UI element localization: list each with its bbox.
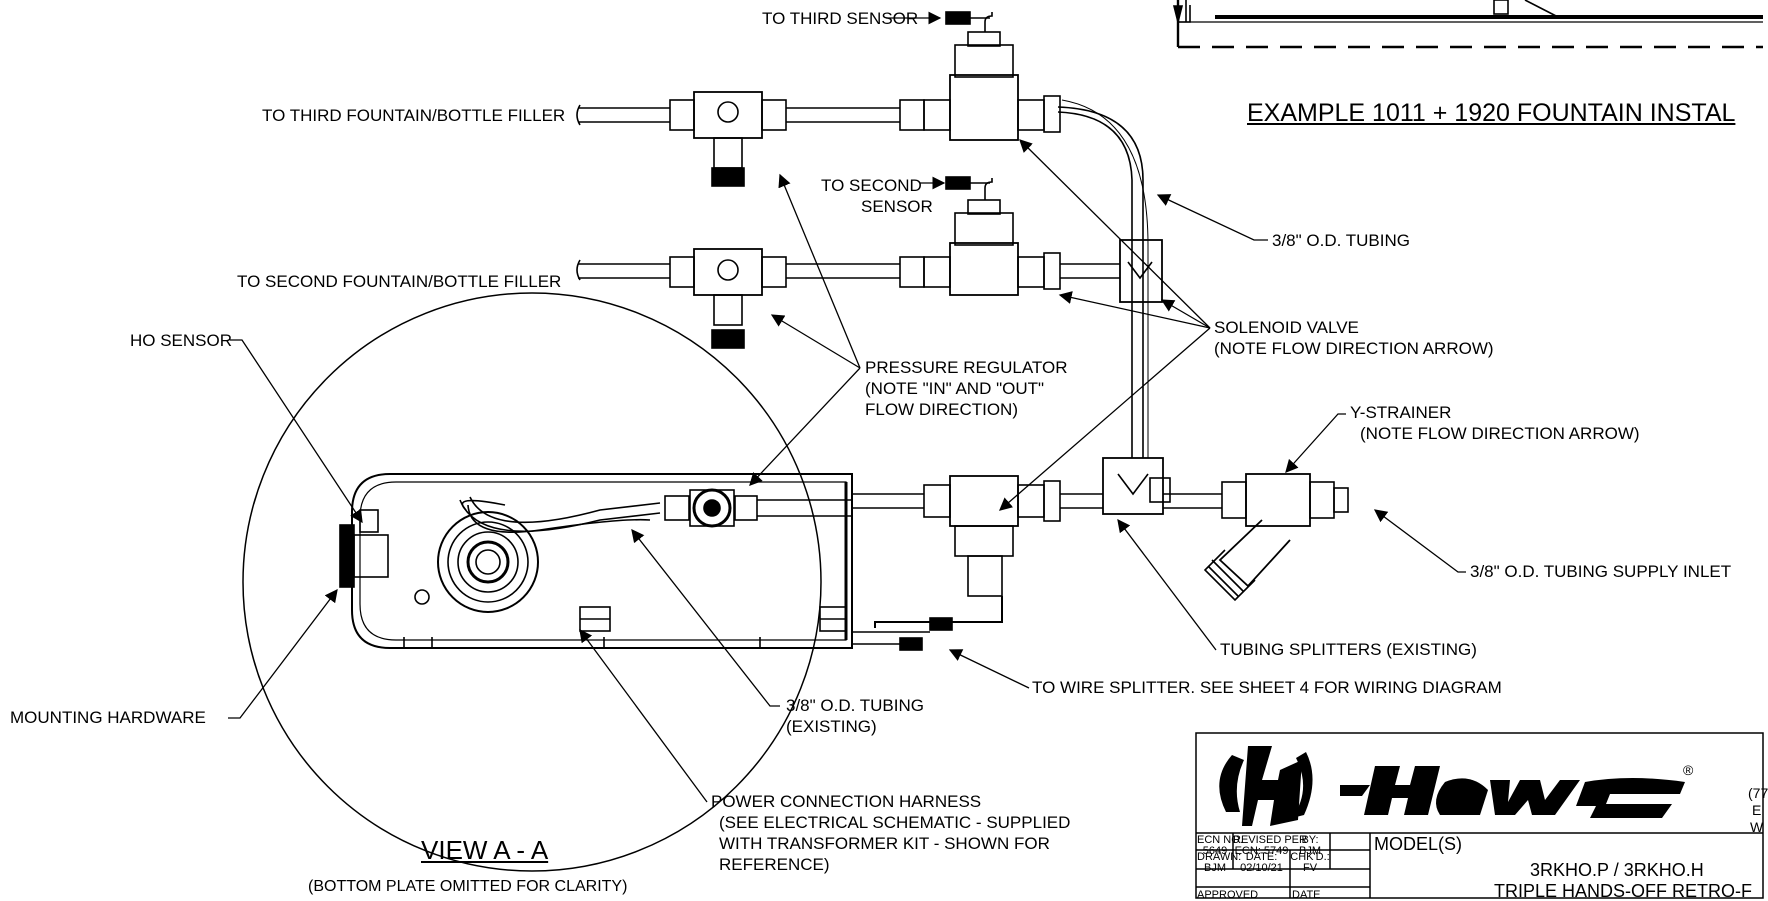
example-installation-view	[1172, 0, 1763, 49]
label-solenoid-note: (NOTE FLOW DIRECTION ARROW)	[1214, 339, 1494, 358]
label-y-strainer-note: (NOTE FLOW DIRECTION ARROW)	[1360, 424, 1640, 443]
label-harness-note2: WITH TRANSFORMER KIT - SHOWN FOR	[719, 834, 1050, 853]
label-pressure-note2: FLOW DIRECTION)	[865, 400, 1018, 419]
view-subtitle: (BOTTOM PLATE OMITTED FOR CLARITY)	[308, 878, 628, 895]
by-label: BY:	[1301, 834, 1319, 846]
label-pressure-note1: (NOTE "IN" AND "OUT"	[865, 379, 1045, 398]
revised-per-label: REVISED PER	[1233, 834, 1307, 846]
date-label: DATE:	[1245, 851, 1278, 863]
approved-label: APPROVED	[1197, 889, 1259, 901]
drawing-title: TRIPLE HANDS-OFF RETRO-F	[1494, 881, 1753, 901]
label-ho-sensor: HO SENSOR	[130, 331, 233, 350]
third-row-assembly	[576, 11, 1061, 187]
second-row-assembly	[576, 176, 1120, 349]
view-title: VIEW A - A	[421, 835, 549, 865]
date2-label: DATE	[1292, 889, 1321, 901]
revised-per-value: ECN: 5749	[1234, 845, 1289, 857]
by-value: BJM	[1299, 845, 1321, 857]
checked-label: CHK'D.:	[1290, 851, 1330, 863]
label-second-sensor-line1: TO SECOND	[821, 176, 922, 195]
main-tubing	[1057, 99, 1171, 515]
label-second-fountain: TO SECOND FOUNTAIN/BOTTLE FILLER	[237, 272, 562, 291]
label-wire-splitter: TO WIRE SPLITTER. SEE SHEET 4 FOR WIRING…	[1032, 678, 1502, 697]
label-y-strainer: Y-STRAINER	[1350, 403, 1452, 422]
drawn-label: DRAWN:	[1197, 851, 1242, 863]
label-second-sensor-line2: SENSOR	[861, 197, 933, 216]
ecn-no-label: ECN NO.	[1197, 834, 1243, 846]
title-block-frame	[1195, 732, 1764, 899]
label-harness-note3: REFERENCE)	[719, 855, 830, 874]
example-title: EXAMPLE 1011 + 1920 FOUNTAIN INSTAL	[1247, 99, 1736, 127]
label-harness: POWER CONNECTION HARNESS	[711, 792, 982, 811]
first-row-assembly	[852, 473, 1349, 651]
registered-mark: ®	[1683, 762, 1694, 778]
haws-logo-mark-icon	[1219, 746, 1685, 826]
label-mounting-hardware: MOUNTING HARDWARE	[10, 708, 206, 727]
ecn-no-value: 5649	[1202, 845, 1228, 857]
label-pressure-regulator: PRESSURE REGULATOR	[865, 358, 1068, 377]
date-value: 02/10/21	[1240, 862, 1283, 874]
label-harness-note1: (SEE ELECTRICAL SCHEMATIC - SUPPLIED	[719, 813, 1071, 832]
label-tubing-splitters: TUBING SPLITTERS (EXISTING)	[1220, 640, 1477, 659]
drawn-value: BJM	[1204, 862, 1226, 874]
label-supply-inlet: 3/8" O.D. TUBING SUPPLY INLET	[1470, 562, 1732, 581]
label-tubing-existing-note: (EXISTING)	[786, 717, 877, 736]
contact-fragment-1: (77	[1748, 785, 1768, 801]
models-value: 3RKHO.P / 3RKHO.H	[1530, 860, 1704, 880]
sensor-housing	[339, 473, 853, 649]
label-third-fountain: TO THIRD FOUNTAIN/BOTTLE FILLER	[262, 106, 566, 125]
detail-circle	[242, 292, 822, 872]
label-tubing-top: 3/8" O.D. TUBING	[1272, 231, 1410, 250]
checked-value: FV	[1302, 862, 1318, 874]
contact-fragment-2: E	[1752, 802, 1762, 818]
leader-lines	[228, 11, 1466, 803]
contact-fragment-3: W	[1750, 819, 1764, 835]
label-tubing-existing: 3/8" O.D. TUBING	[786, 696, 924, 715]
label-third-sensor: TO THIRD SENSOR	[762, 9, 919, 28]
up-arrow-icon	[1172, 5, 1184, 23]
models-label: MODEL(S)	[1374, 834, 1463, 854]
label-solenoid-valve: SOLENOID VALVE	[1214, 318, 1359, 337]
